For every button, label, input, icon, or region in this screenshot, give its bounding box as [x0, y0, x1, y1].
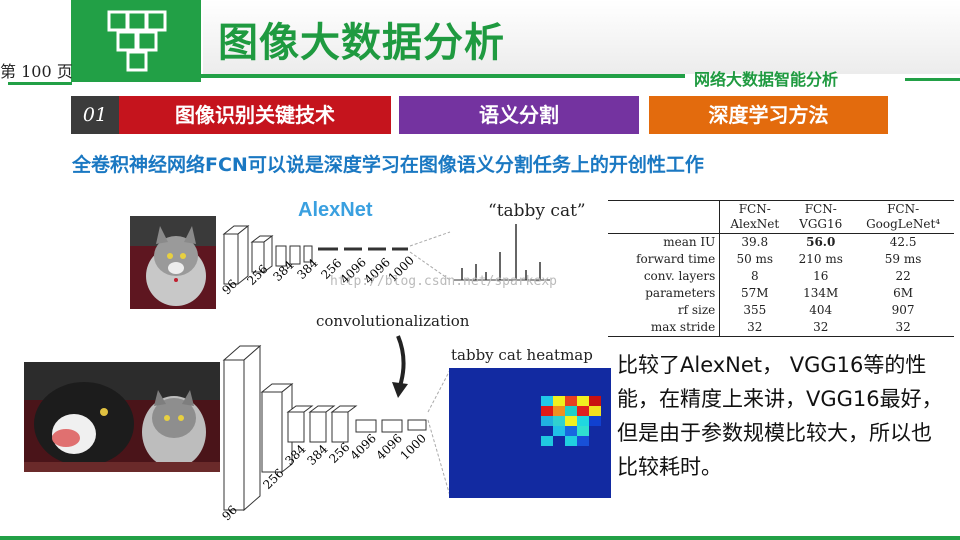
layer-block	[289, 245, 301, 265]
table-cell: 8	[719, 268, 790, 285]
table-cell: 355	[719, 302, 790, 319]
headline: 全卷积神经网络FCN可以说是深度学习在图像语义分割任务上的开创性工作	[72, 154, 704, 176]
layer-block	[287, 411, 305, 443]
arrow-down-icon	[396, 335, 406, 387]
layer-block	[223, 359, 245, 511]
column-header: FCN- GoogLeNet⁴	[852, 200, 954, 234]
table-cell: 134M	[803, 286, 839, 300]
layer-block	[309, 411, 327, 443]
table-row: conv. layers 8 16 22	[608, 268, 954, 285]
table-row: max stride 32 32 32	[608, 319, 954, 337]
heatmap-image	[449, 368, 611, 498]
heatmap-label: tabby cat heatmap	[451, 346, 593, 364]
layer-block	[407, 419, 427, 431]
row-label: conv. layers	[643, 269, 716, 283]
page-title: 图像大数据分析	[218, 20, 505, 66]
table-cell: 57M	[719, 285, 790, 302]
class-score-bars	[454, 224, 550, 281]
description-text: 比较了AlexNet， VGG16等的性能，在精度上来讲，VGG16最好，但是由…	[617, 353, 943, 479]
section-subtitle: 网络大数据智能分析	[694, 70, 839, 89]
table-cell: 32	[789, 319, 853, 337]
divider	[8, 82, 72, 85]
table-row: rf size 355 404 907	[608, 302, 954, 319]
dog-cat-photo	[24, 362, 220, 472]
layer-block	[331, 411, 349, 443]
footer-divider	[0, 536, 960, 540]
table-row: parameters 57M 134M 6M	[608, 285, 954, 302]
table-cell: 6M	[893, 286, 914, 300]
layer-block	[275, 245, 287, 267]
table-cell: 16	[813, 269, 829, 283]
tabby-cat-label: “tabby cat”	[488, 201, 586, 221]
page-number: 第 100 页	[0, 62, 73, 81]
layer-block	[381, 419, 403, 433]
table-cell: 32	[852, 319, 954, 337]
divider	[905, 78, 960, 81]
title-bar	[203, 0, 960, 74]
table-cell: 22	[895, 269, 911, 283]
table-row: forward time 50 ms 210 ms 59 ms	[608, 251, 954, 268]
table-corner	[608, 200, 720, 234]
layer-block	[303, 245, 313, 263]
row-label: mean IU	[663, 235, 716, 249]
convolutionalization-label: convolutionalization	[316, 312, 470, 330]
results-table: FCN- AlexNet FCN- VGG16 FCN- GoogLeNet⁴ …	[608, 200, 954, 337]
alexnet-label: AlexNet	[298, 199, 373, 221]
table-cell: 59 ms	[884, 252, 922, 266]
table-row: mean IU 39.8 56.0 42.5	[608, 233, 954, 251]
table-cell: 42.5	[889, 235, 917, 249]
tab-index: 01	[71, 96, 119, 134]
layer-block	[223, 233, 239, 285]
column-header: FCN- AlexNet	[719, 200, 790, 234]
layer-block	[261, 391, 283, 473]
row-label: max stride	[608, 319, 720, 337]
cat-photo	[130, 216, 216, 309]
cube-stack-icon	[107, 10, 167, 72]
table-cell: 50 ms	[719, 251, 790, 268]
table-cell: 210 ms	[798, 252, 843, 266]
table-cell: 907	[891, 303, 915, 317]
divider	[201, 74, 685, 78]
watermark: http://blog.csdn.net/sparkexp	[330, 274, 557, 289]
table-cell: 39.8	[719, 233, 790, 251]
tab-semantic-segmentation[interactable]: 语义分割	[399, 96, 639, 134]
row-label: forward time	[636, 252, 716, 266]
tab-deep-learning[interactable]: 深度学习方法	[649, 96, 888, 134]
logo	[71, 0, 201, 82]
table-cell: 56.0	[806, 235, 836, 249]
layer-block	[355, 419, 377, 433]
table-cell: 404	[809, 303, 833, 317]
column-header: FCN- VGG16	[789, 200, 853, 234]
table-cell: 32	[719, 319, 790, 337]
row-label: parameters	[645, 286, 716, 300]
row-label: rf size	[677, 303, 716, 317]
tab-image-recognition[interactable]: 图像识别关键技术	[119, 96, 391, 134]
